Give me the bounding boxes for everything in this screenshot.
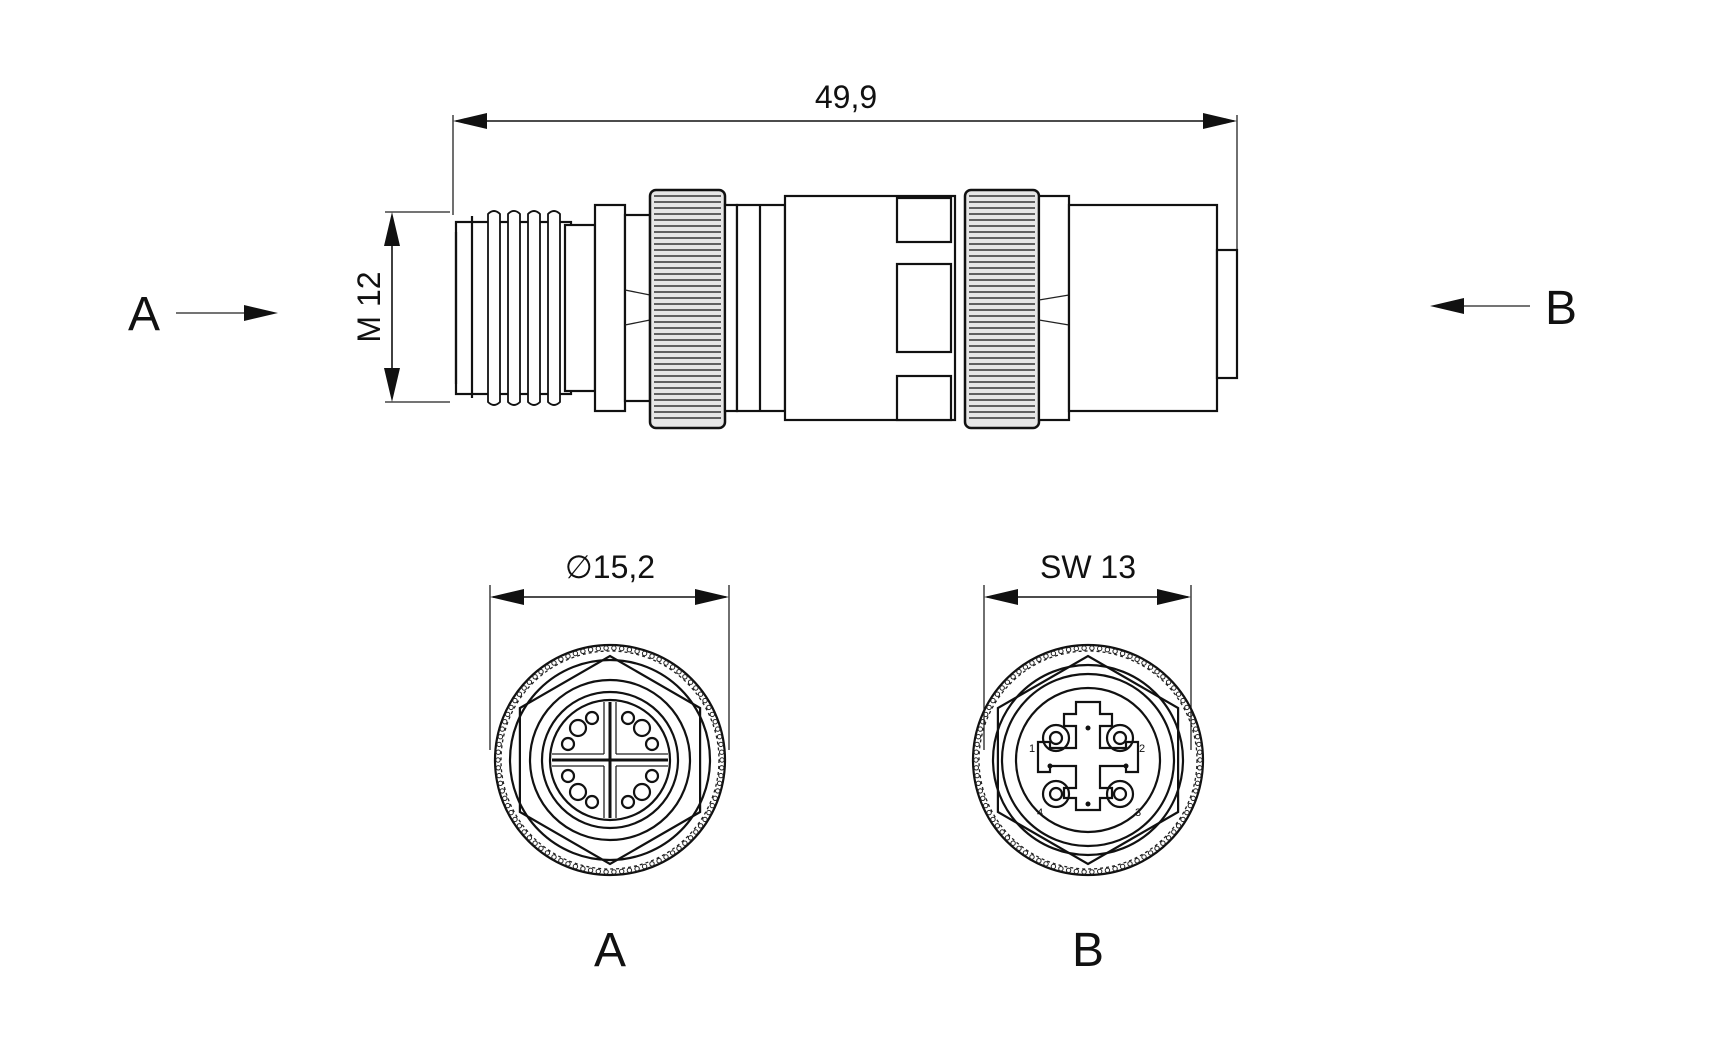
coding-insert-b — [1036, 700, 1140, 812]
knurled-nut-2 — [963, 188, 1041, 430]
front-view-a: ∅15,2 — [489, 549, 730, 977]
pin-label-3: 3 — [1135, 807, 1141, 819]
coding-cross — [552, 702, 668, 818]
thread-dimension: M 12 — [351, 211, 450, 403]
view-marker-a: A — [128, 288, 278, 341]
knurled-nut-1 — [648, 188, 727, 430]
pin-numbers-b: 1 2 3 4 — [1029, 743, 1145, 819]
length-dimension-text: 49,9 — [815, 79, 877, 115]
pin-label-1: 1 — [1029, 743, 1035, 755]
view-a-label: A — [594, 924, 626, 977]
thread-dimension-text: M 12 — [351, 271, 387, 342]
front-view-b: SW 13 1 2 3 4 B — [971, 549, 1205, 977]
thread-section — [454, 203, 652, 413]
length-dimension: 49,9 — [452, 79, 1238, 250]
diameter-dimension: ∅15,2 — [489, 549, 730, 750]
view-b-label: B — [1072, 924, 1104, 977]
rear-body — [1037, 194, 1239, 422]
middle-body — [723, 194, 957, 422]
side-view: 49,9 M 12 A B — [128, 79, 1577, 430]
wrench-size-dimension: SW 13 — [983, 549, 1192, 750]
view-marker-b-label: B — [1545, 282, 1577, 335]
diameter-dimension-text: ∅15,2 — [565, 549, 655, 585]
pin-contacts-a — [560, 710, 660, 810]
pin-label-2: 2 — [1139, 743, 1145, 755]
pin-label-4: 4 — [1037, 807, 1043, 819]
view-marker-a-label: A — [128, 288, 160, 341]
view-marker-b: B — [1430, 282, 1577, 335]
wrench-size-dimension-text: SW 13 — [1040, 549, 1136, 585]
